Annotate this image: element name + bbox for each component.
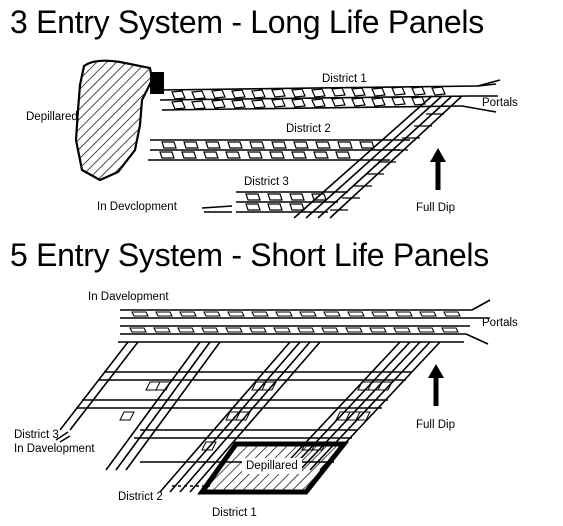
- label-in-development-top-5-entry: In Davelopment: [88, 291, 169, 303]
- label-district-2-3-entry: District 2: [286, 123, 331, 135]
- label-in-development-3-entry: In Devclopment: [97, 201, 177, 213]
- label-district-1-5-entry: District 1: [212, 507, 257, 519]
- top-band-5-entry: [118, 299, 491, 345]
- district-3-pillars-3-entry: [245, 193, 327, 211]
- portals-lines-3-entry: [477, 83, 497, 87]
- depillared-area-3-entry: [74, 59, 154, 182]
- full-dip-arrow-3-entry: [430, 148, 446, 190]
- label-full-dip-5-entry: Full Dip: [416, 419, 455, 431]
- heading-3-entry: 3 Entry System - Long Life Panels: [10, 4, 484, 40]
- label-district-3-3-entry: District 3: [244, 176, 289, 188]
- district-1-pillars-3-entry: [171, 86, 446, 110]
- label-full-dip-3-entry: Full Dip: [416, 202, 455, 214]
- district-3-band-3-entry: [236, 191, 348, 213]
- label-district-1-3-entry: District 1: [322, 73, 367, 85]
- district-3-pointer-5-entry: [55, 431, 71, 443]
- depillared-label-bg: [242, 458, 302, 474]
- label-portals-5-entry: Portals: [482, 317, 518, 329]
- label-in-development-bottom-5-entry: In Davelopment: [14, 443, 95, 455]
- portal-block-3-entry: [150, 72, 164, 94]
- heading-5-entry: 5 Entry System - Short Life Panels: [10, 237, 489, 273]
- label-district-2-5-entry: District 2: [118, 491, 163, 503]
- development-pointer-3-entry: [201, 205, 233, 213]
- district-2-band-3-entry: [148, 139, 410, 161]
- label-district-3-5-entry: District 3: [14, 429, 59, 441]
- full-dip-arrow-5-entry: [428, 364, 444, 406]
- label-depillared-3-entry: Depillared: [26, 111, 78, 123]
- label-depillared-5-entry: Depillared: [246, 460, 298, 472]
- district-2-pillars-3-entry: [159, 141, 375, 159]
- label-portals-3-entry: Portals: [482, 97, 518, 109]
- top-band-pillars-5-entry: [129, 311, 461, 333]
